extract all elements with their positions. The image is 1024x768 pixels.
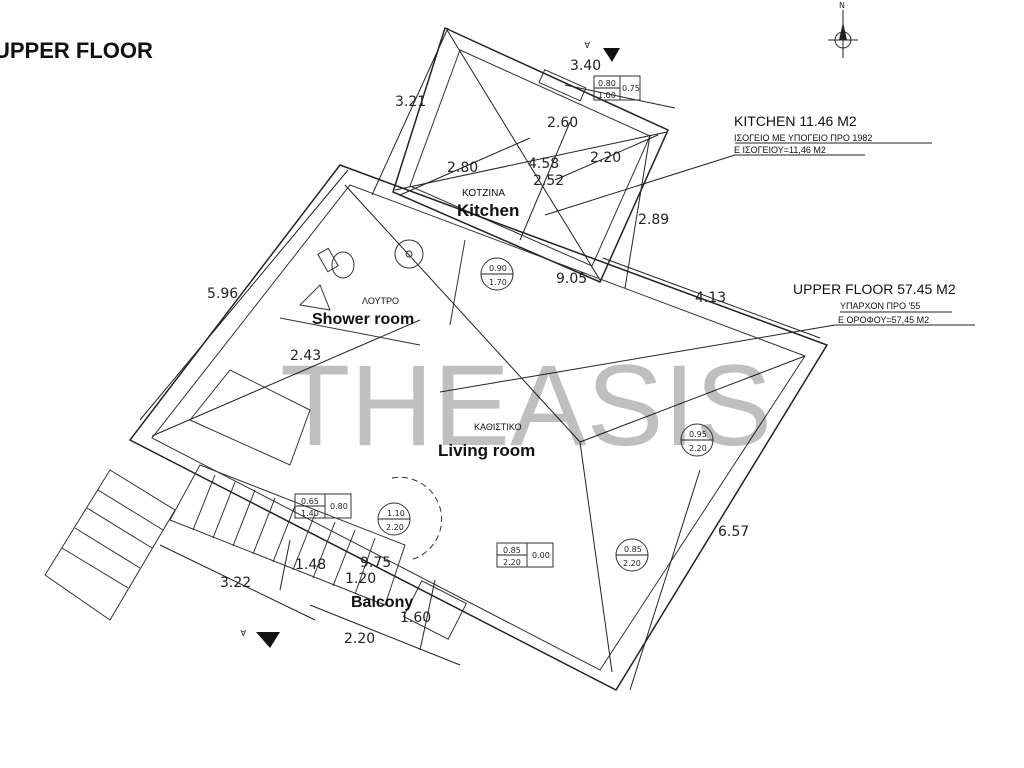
opening-tag: 0.85 2.20 0.00 <box>496 542 554 568</box>
kitchen-greek-label: ΚΟΤΖΙΝΑ <box>462 188 505 199</box>
shower-icon <box>298 284 331 311</box>
toilet-icon <box>317 247 355 279</box>
svg-text:0.00: 0.00 <box>532 551 550 560</box>
north-label: N <box>839 1 845 10</box>
opening-tag: 1.10 2.20 <box>377 476 443 561</box>
shower-greek-label: ΛΟΥΤΡΟ <box>362 296 399 306</box>
dimension-label: 1.20 <box>345 571 376 587</box>
dimension-label: 2.52 <box>533 173 564 189</box>
svg-text:0.65: 0.65 <box>301 497 319 506</box>
svg-text:A: A <box>584 40 590 49</box>
upper-floor-area-annotation: UPPER FLOOR 57.45 M2 ΥΠΑΡΧΟΝ ΠΡΟ '55 Ε Ο… <box>439 281 975 393</box>
kitchen-walls <box>392 26 669 283</box>
upper-floor-area-title: UPPER FLOOR 57.45 M2 <box>793 281 956 297</box>
watermark: THEASIS <box>280 342 772 470</box>
north-compass-icon: N <box>828 1 858 58</box>
svg-text:0.85: 0.85 <box>624 545 642 554</box>
svg-text:1.40: 1.40 <box>301 509 319 518</box>
section-marker-bottom: A <box>240 628 280 648</box>
staircase <box>44 369 468 640</box>
dimension-label: 4.13 <box>695 290 726 306</box>
dimension-label: 2.20 <box>344 631 375 647</box>
dimension-label: 3.40 <box>570 58 601 74</box>
dimension-label: 1.60 <box>400 610 431 626</box>
svg-text:1.00: 1.00 <box>598 91 616 100</box>
upper-floor-area-line1: ΥΠΑΡΧΟΝ ΠΡΟ '55 <box>840 301 920 311</box>
svg-text:0.90: 0.90 <box>489 264 507 273</box>
dimension-label: 9.75 <box>360 555 391 571</box>
svg-text:2.20: 2.20 <box>386 523 404 532</box>
opening-tag: 0.90 1.70 <box>480 257 514 291</box>
svg-text:2.20: 2.20 <box>623 559 641 568</box>
page-title: UPPER FLOOR <box>0 38 153 63</box>
kitchen-area-line1: ΙΣΟΓΕΙΟ ΜΕ ΥΠΟΓΕΙΟ ΠΡΟ 1982 <box>734 133 872 143</box>
dimension-label: 3.21 <box>395 94 426 110</box>
svg-text:2.20: 2.20 <box>689 444 707 453</box>
kitchen-area-annotation: KITCHEN 11.46 M2 ΙΣΟΓΕΙΟ ΜΕ ΥΠΟΓΕΙΟ ΠΡΟ … <box>544 113 932 216</box>
kitchen-area-title: KITCHEN 11.46 M2 <box>734 113 857 129</box>
section-marker-top: A <box>584 40 620 62</box>
opening-tag: 0.95 2.20 <box>680 423 714 457</box>
dimension-label: 2.60 <box>547 115 578 131</box>
dimension-label: 2.89 <box>638 212 669 228</box>
shower-room-label: Shower room <box>312 311 414 328</box>
dimension-label: 6.57 <box>718 524 749 540</box>
svg-text:0.75: 0.75 <box>622 84 640 93</box>
svg-text:0.80: 0.80 <box>330 502 348 511</box>
svg-text:0.95: 0.95 <box>689 430 707 439</box>
dimension-label: 4.58 <box>528 156 559 172</box>
balcony-label: Balcony <box>351 594 413 611</box>
svg-text:0.85: 0.85 <box>503 546 521 555</box>
opening-tag: 0.65 1.40 0.80 <box>294 493 352 519</box>
dimension-label: 2.80 <box>447 160 478 176</box>
svg-text:A: A <box>240 628 246 637</box>
living-room-label: Living room <box>438 441 535 460</box>
dimension-label: 1.48 <box>295 557 326 573</box>
living-greek-label: ΚΑΘΙΣΤΙΚΟ <box>474 422 522 432</box>
svg-text:1.10: 1.10 <box>387 509 405 518</box>
opening-tag: 0.85 2.20 <box>615 538 649 572</box>
dimension-label: 9.05 <box>556 271 587 287</box>
kitchen-area-line2: Ε ΙΣΟΓΕΙΟΥ=11,46 Μ2 <box>734 145 826 155</box>
upper-floor-area-line2: Ε ΟΡΟΦΟΥ=57,45 Μ2 <box>838 315 929 325</box>
kitchen-label: Kitchen <box>457 201 519 220</box>
sink-icon <box>394 239 424 269</box>
dimension-label: 3.22 <box>220 575 251 591</box>
svg-text:0.80: 0.80 <box>598 79 616 88</box>
dimension-label: 2.43 <box>290 348 321 364</box>
dimension-label: 2.20 <box>590 150 621 166</box>
svg-text:2.20: 2.20 <box>503 558 521 567</box>
svg-text:1.70: 1.70 <box>489 278 507 287</box>
dimension-label: 5.96 <box>207 286 238 302</box>
opening-tag: 0.80 1.00 0.75 <box>593 75 641 101</box>
dimension-labels: 3.40 3.21 2.60 2.80 4.58 2.20 2.52 2.89 … <box>207 58 749 647</box>
